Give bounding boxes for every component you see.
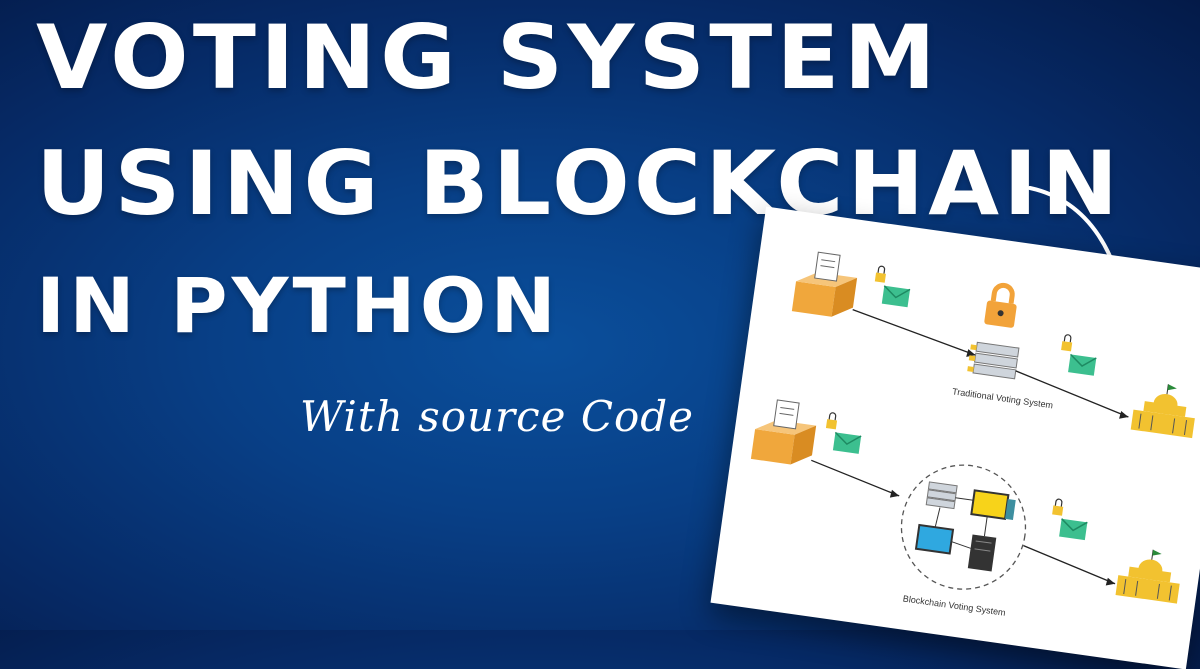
ballot-box-icon — [791, 251, 858, 317]
voting-diagram: Traditional Voting System — [750, 251, 1195, 618]
blockchain-network — [900, 464, 1027, 590]
envelope-lock-icon-3 — [825, 412, 862, 454]
capitol-building-icon — [1130, 384, 1195, 439]
envelope-lock-icon-4 — [1052, 498, 1088, 541]
server-stack-icon — [967, 341, 1020, 380]
envelope-lock-icon-2 — [1061, 334, 1097, 376]
voting-diagram-card: Traditional Voting System — [710, 206, 1200, 669]
lock-icon — [984, 282, 1017, 328]
blockchain-caption: Blockchain Voting System — [902, 593, 1006, 617]
headline-line-2: USING BLOCKCHAIN — [36, 132, 1123, 235]
traditional-caption: Traditional Voting System — [952, 386, 1054, 410]
envelope-lock-icon — [874, 265, 911, 308]
headline-line-3: IN PYTHON — [36, 261, 561, 350]
capitol-building-icon-2 — [1115, 549, 1180, 604]
subtitle: With source Code — [300, 392, 694, 441]
ballot-box-icon-2 — [750, 399, 817, 465]
headline-line-1: VOTING SYSTEM — [36, 6, 940, 109]
